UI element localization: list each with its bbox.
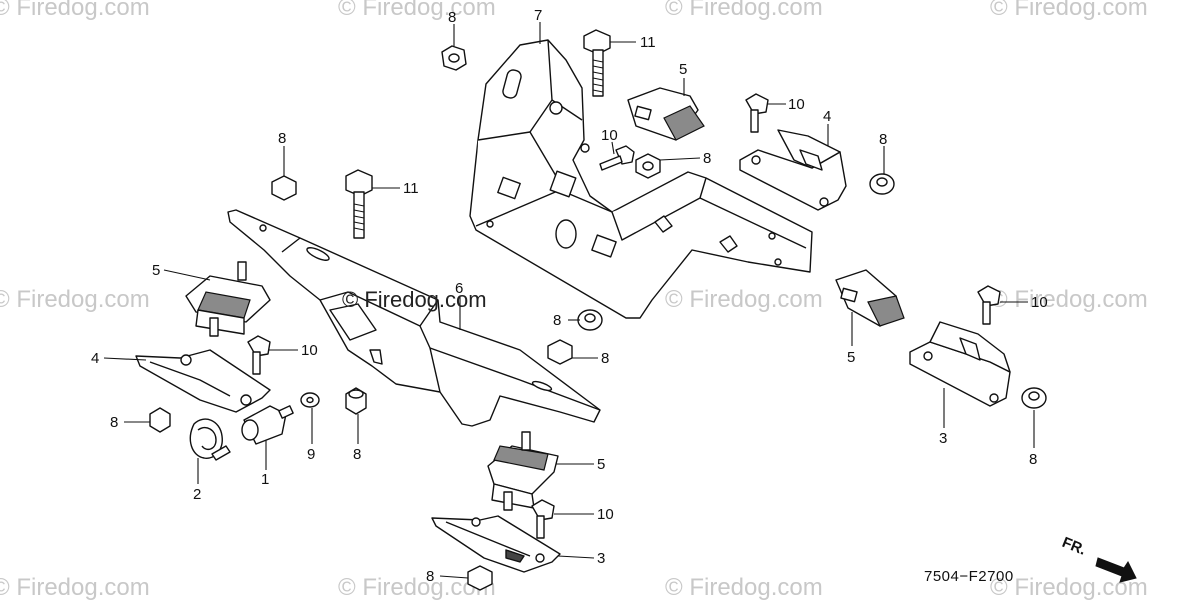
rubber-mount-5-mid [835,269,905,327]
bolt-11-top [583,29,611,97]
watermark-mid-4: © Firedog.com [990,286,1148,313]
bracket-6 [227,209,601,427]
nut-8-bottom [467,565,493,591]
nut-8-left-upper [271,175,297,201]
watermark-top-2: © Firedog.com [338,0,496,21]
nut-8-top [441,45,467,71]
callout-8: 8 [110,414,118,431]
callout-8: 8 [601,350,609,367]
callout-8: 8 [553,312,561,329]
bolt-10-a [745,93,769,133]
watermark-top-4: © Firedog.com [990,0,1148,21]
bolt-10-b [599,145,635,171]
callout-3: 3 [939,430,947,447]
bolt-10-e [531,499,555,539]
callout-7: 7 [534,7,542,24]
callout-8: 8 [278,130,286,147]
bracket-3-bottom [431,515,561,573]
nut-8-center-c [345,387,367,415]
callout-5: 5 [679,61,687,78]
callout-9: 9 [307,446,315,463]
callout-8: 8 [426,568,434,585]
callout-8: 8 [1029,451,1037,468]
diagram-code: 7504−F2700 [924,568,1014,585]
nut-8-right [869,173,895,195]
callout-5: 5 [847,349,855,366]
callout-4: 4 [91,350,99,367]
bracket-3-right [909,321,1011,407]
callout-8: 8 [879,131,887,148]
clamp-2 [189,418,231,461]
bracket-4-upper [739,129,847,211]
watermark-bottom-3: © Firedog.com [665,574,823,601]
callout-8: 8 [703,150,711,167]
leader-lines [103,22,1035,579]
callout-11: 11 [403,180,419,197]
nut-8-mid [635,153,661,179]
bracket-7 [469,39,813,319]
callout-1: 1 [261,471,269,488]
callout-8: 8 [353,446,361,463]
watermark-top-3: © Firedog.com [665,0,823,21]
callout-6: 6 [455,280,463,297]
callout-numbers: 8 7 11 5 10 4 10 8 8 8 11 5 6 8 10 5 8 4… [91,7,1048,585]
callout-5: 5 [152,262,160,279]
callout-10: 10 [601,127,618,144]
callout-5: 5 [597,456,605,473]
rubber-mount-5-bottom [487,431,559,511]
callout-4: 4 [823,108,831,125]
collar-1 [241,405,294,445]
watermark-mid-1: © Firedog.com [0,286,150,313]
watermark-center: © Firedog.com [342,287,487,312]
callout-3: 3 [597,550,605,567]
bolt-10-d [977,285,1001,325]
bracket-4-left [135,349,271,413]
callout-2: 2 [193,486,201,503]
nut-8-left [149,407,171,433]
front-arrow-icon [1095,557,1137,583]
callout-8: 8 [448,9,456,26]
callout-10: 10 [788,96,805,113]
nut-8-center-b [547,339,573,365]
bolt-10-c [247,335,271,375]
rubber-mount-5-left [185,261,271,337]
watermark-bottom-1: © Firedog.com [0,574,150,601]
callout-11: 11 [640,34,656,51]
watermark-top-1: © Firedog.com [0,0,150,21]
nut-8-right-lower [1021,387,1047,409]
callout-10: 10 [301,342,318,359]
bolt-11-left [345,169,373,239]
callout-10: 10 [597,506,614,523]
callout-10: 10 [1031,294,1048,311]
nut-8-center-a [577,309,603,331]
watermark-mid-3: © Firedog.com [665,286,823,313]
washer-9 [300,392,320,408]
rubber-mount-5-top [627,87,705,141]
